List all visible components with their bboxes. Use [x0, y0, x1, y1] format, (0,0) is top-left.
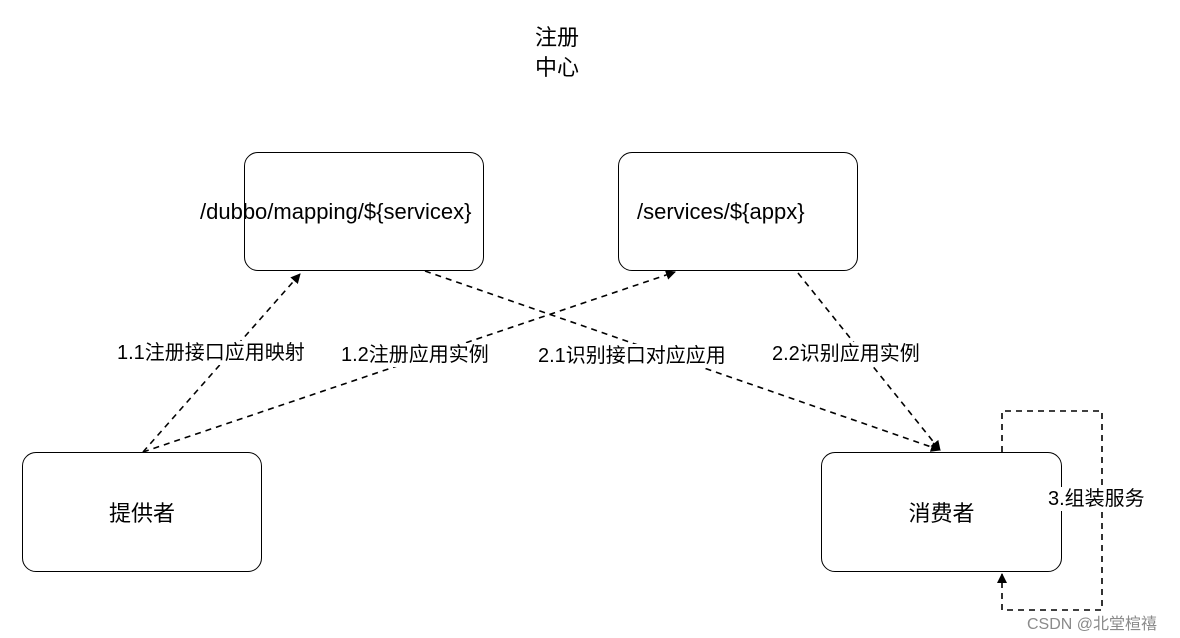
provider-node: 提供者 — [22, 452, 262, 572]
edge-assemble-service-loop — [997, 410, 1103, 611]
mapping-path-label: /dubbo/mapping/${servicex} — [200, 199, 472, 224]
edge-label-2-1: 2.1识别接口对应应用 — [538, 344, 726, 368]
edge-label-3: 3.组装服务 — [1048, 487, 1145, 511]
edge-label-1-1: 1.1注册接口应用映射 — [117, 341, 305, 365]
services-node — [618, 152, 858, 271]
mapping-node — [244, 152, 484, 271]
edge-label-2-2: 2.2识别应用实例 — [772, 342, 920, 366]
registry-title-line-2: 中心 — [535, 55, 580, 80]
provider-label: 提供者 — [108, 501, 175, 526]
consumer-label: 消费者 — [908, 501, 975, 526]
registry-title-line-1: 注册 — [535, 25, 580, 50]
services-path-label: /services/${appx} — [637, 199, 805, 224]
edge-label-1-2: 1.2注册应用实例 — [341, 343, 489, 367]
watermark: CSDN @北堂楦禧 — [1027, 616, 1158, 633]
edge-identify-interface-app — [424, 270, 941, 452]
consumer-node: 消费者 — [821, 452, 1062, 572]
